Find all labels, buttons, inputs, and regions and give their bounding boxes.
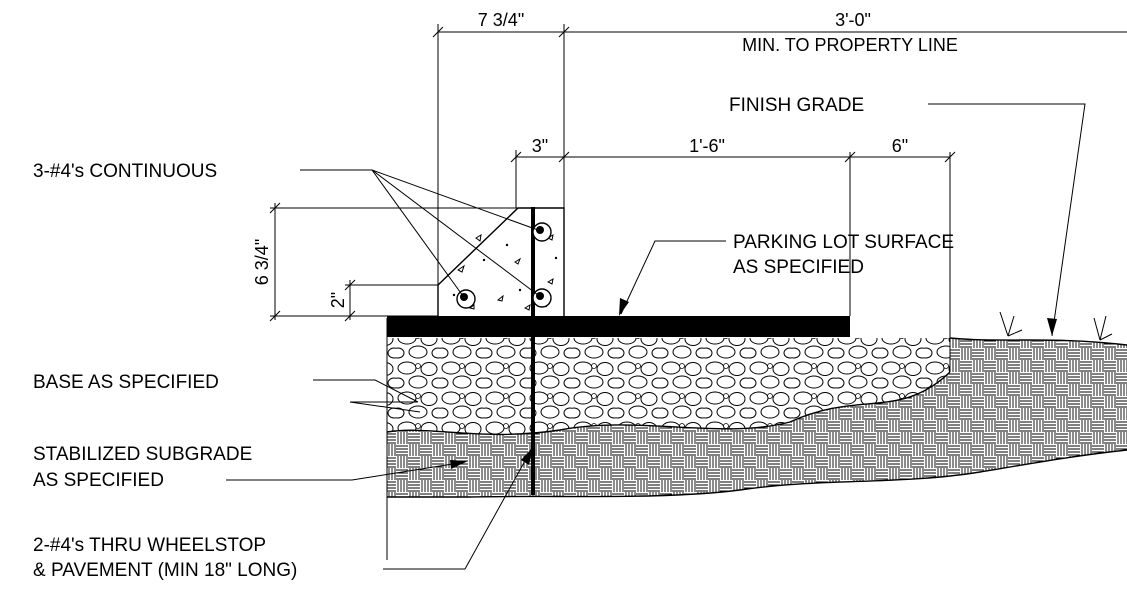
dim-pavement-edge: 6" (892, 136, 908, 156)
leader-continuous-bars (300, 169, 539, 297)
dim-chamfer (344, 279, 438, 322)
leader-parking-surface (620, 240, 726, 315)
callout-parking-surface-line2: AS SPECIFIED (733, 257, 864, 278)
leader-finish-grade (928, 103, 1086, 337)
dim-rebar-offset: 3" (532, 136, 548, 156)
dim-top-chamfer: 2" (328, 292, 348, 308)
dim-to-property-line: 3'-0" (835, 10, 871, 30)
dim-second-row (510, 150, 956, 208)
callout-continuous-bars: 3-#4's CONTINUOUS (33, 161, 217, 182)
callout-base: BASE AS SPECIFIED (33, 372, 219, 393)
leader-dowel (383, 449, 532, 570)
callout-dowel-line1: 2-#4's THRU WHEELSTOP (33, 535, 266, 556)
callout-subgrade-line1: STABILIZED SUBGRADE (33, 444, 252, 465)
finish-grade-line (949, 337, 1127, 346)
dim-wheelstop-width: 7 3/4" (478, 10, 524, 30)
leader-base (313, 379, 421, 413)
dowel-rebar (531, 207, 535, 495)
dim-pavement-span: 1'-6" (689, 136, 725, 156)
arrow-finish-grade (1047, 318, 1057, 336)
arrow-parking-surface (619, 298, 629, 316)
callout-dowel-line2: & PAVEMENT (MIN 18" LONG) (33, 560, 297, 581)
grass-tufts (999, 311, 1113, 341)
callout-finish-grade: FINISH GRADE (729, 95, 864, 116)
leader-subgrade (226, 461, 466, 481)
continuous-bar-3 (532, 288, 552, 308)
continuous-bar-1 (532, 222, 552, 242)
callout-subgrade-line2: AS SPECIFIED (33, 470, 164, 491)
dim-to-property-line-note: MIN. TO PROPERTY LINE (742, 35, 958, 55)
arrow-subgrade (450, 460, 468, 469)
callout-parking-surface-line1: PARKING LOT SURFACE (733, 232, 954, 253)
base-subgrade-boundary (386, 371, 951, 436)
subgrade-bottom-edge (387, 449, 1127, 498)
arrow-dowel (521, 447, 533, 465)
dim-wheelstop-height: 6 3/4" (252, 239, 272, 285)
dim-top-row (432, 24, 1127, 316)
parking-lot-surface (387, 316, 850, 337)
dim-height (269, 202, 518, 322)
continuous-bar-2 (456, 289, 476, 309)
